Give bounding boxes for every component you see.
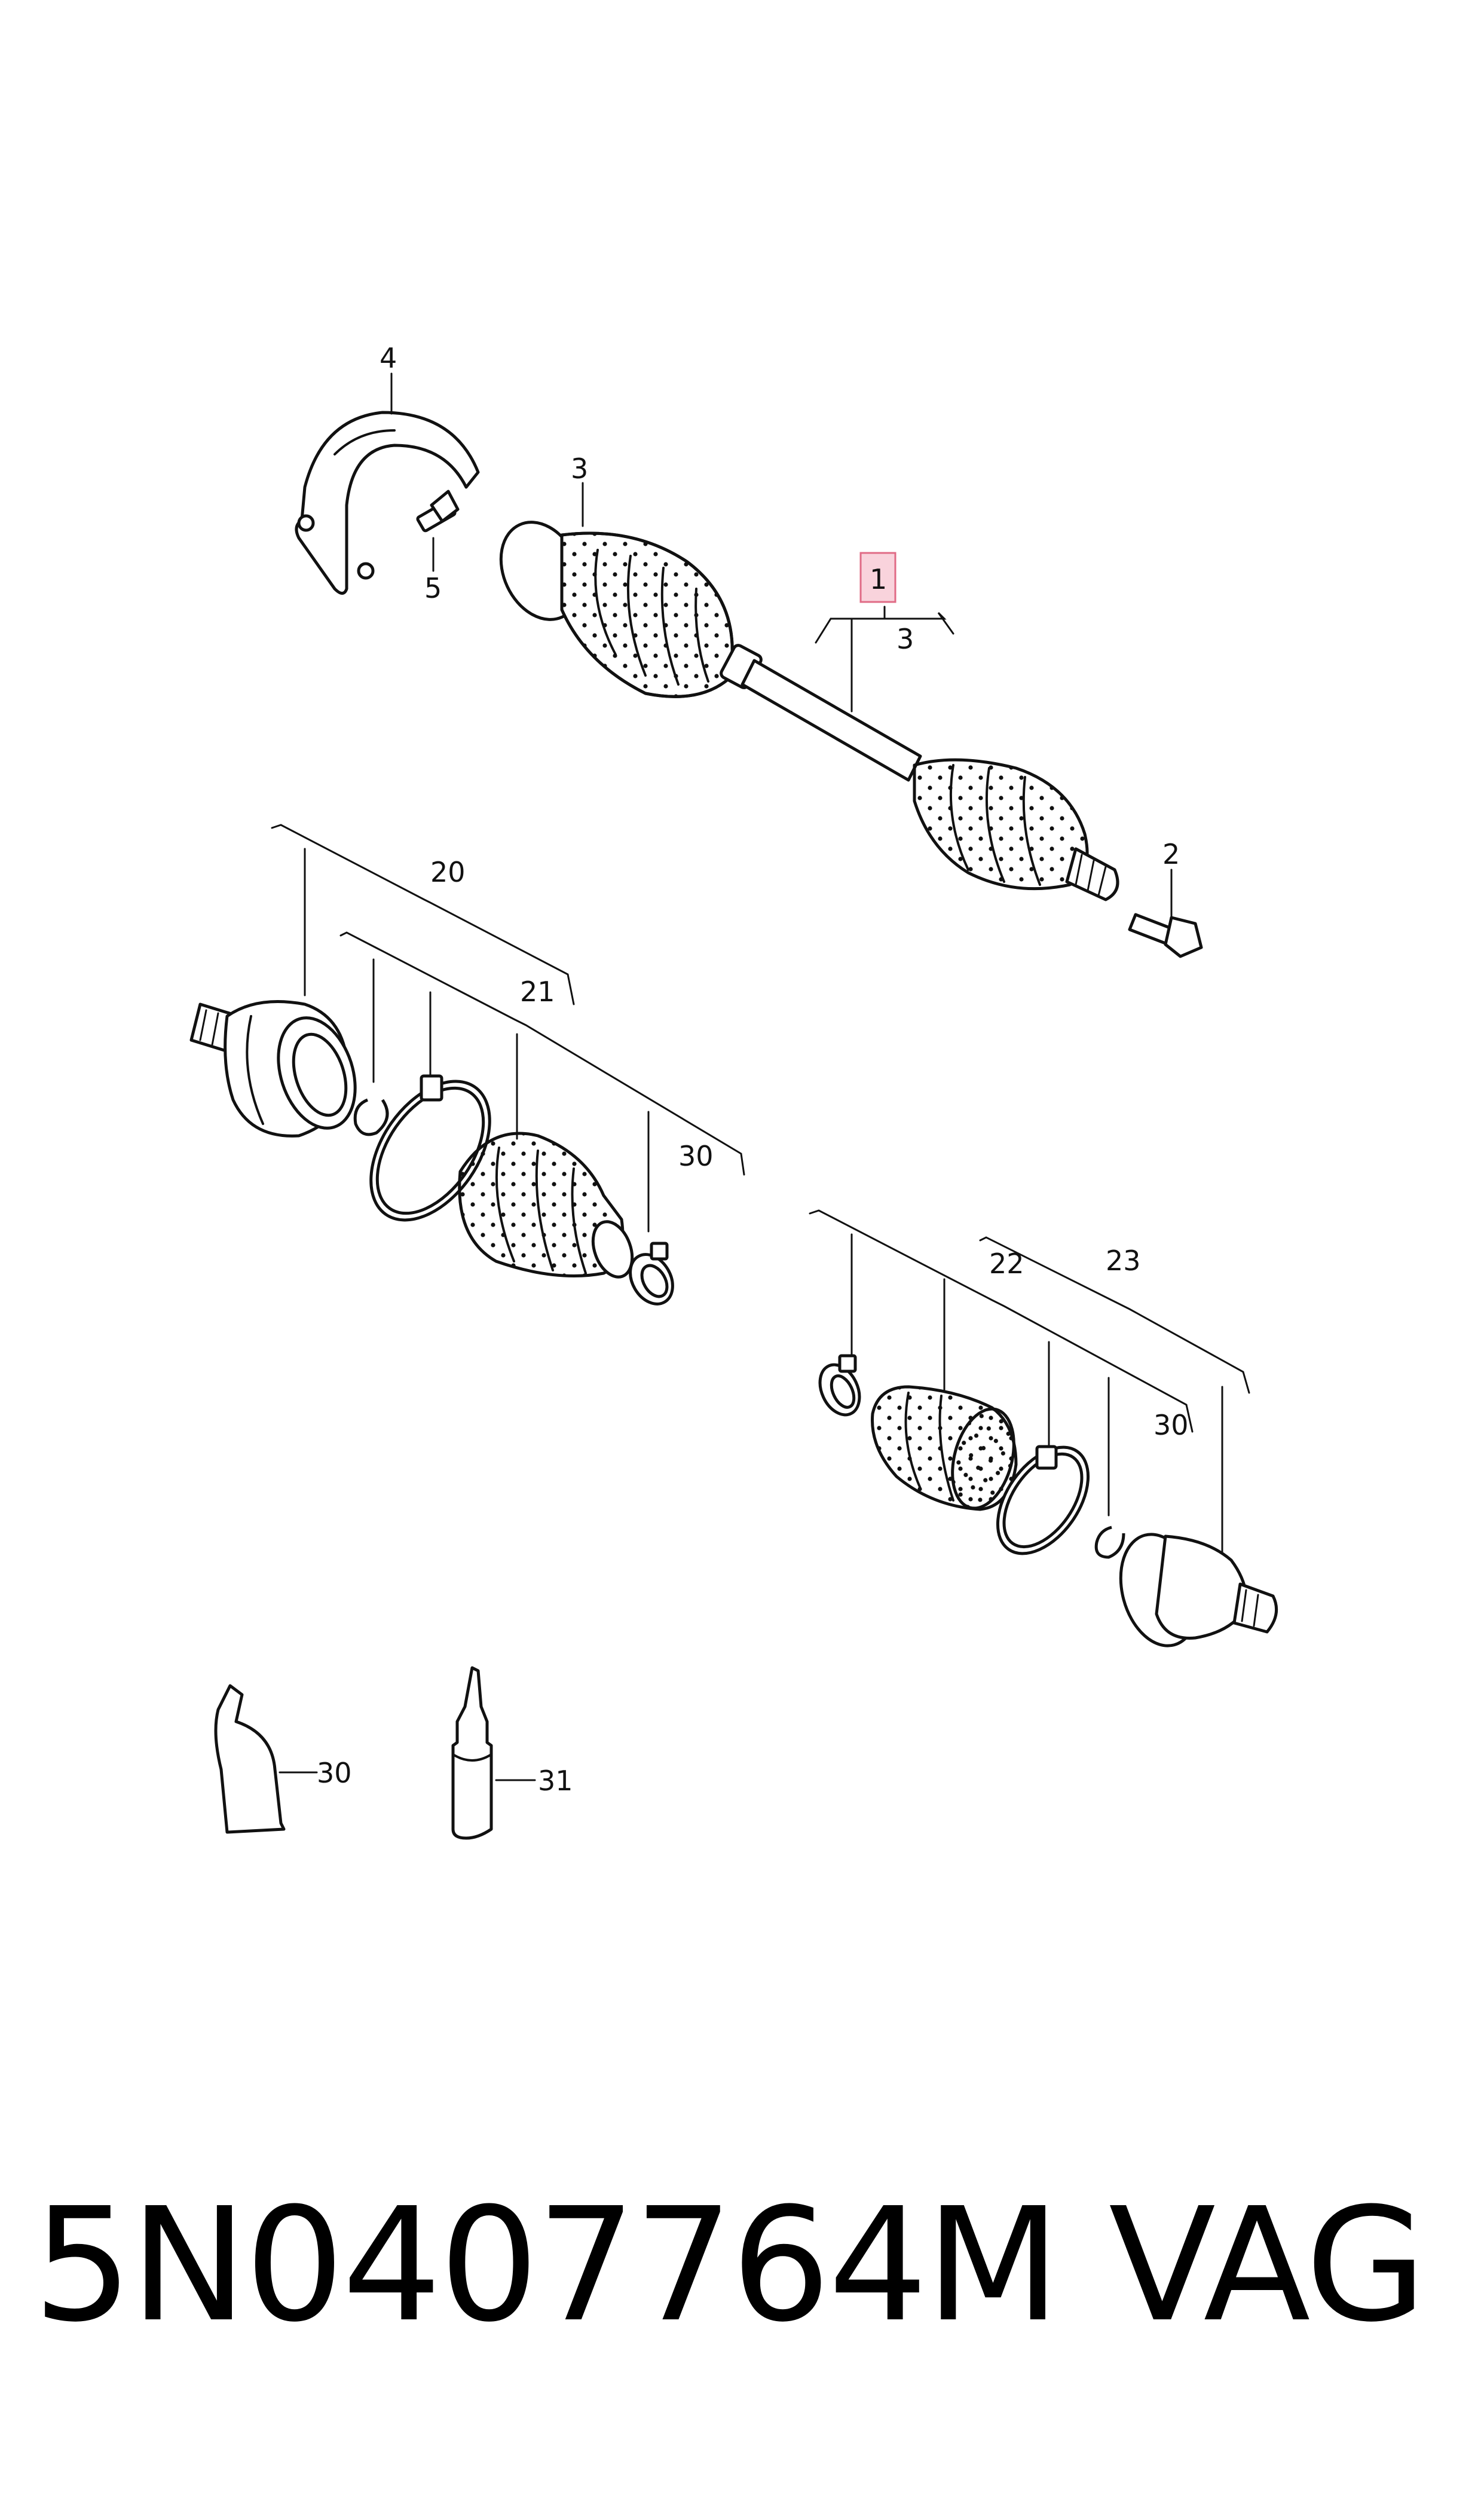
inner-boot-part: [458, 1132, 634, 1279]
circlip-part: [353, 1098, 389, 1136]
heat-shield-part: [295, 411, 480, 595]
callout-30-left: 30: [678, 1140, 714, 1172]
callout-30-right: 30: [1153, 1409, 1189, 1441]
callout-4: 4: [380, 342, 397, 374]
callout-31: 31: [538, 1765, 573, 1797]
callout-5: 5: [424, 572, 442, 604]
drive-shaft-part: [499, 521, 1119, 901]
callout-2: 2: [1162, 838, 1180, 870]
small-clamp-left-part: [629, 1242, 674, 1306]
callout-30-tube: 30: [317, 1757, 352, 1789]
inner-cv-joint-part: [189, 1000, 357, 1138]
grease-tube-part: [214, 1684, 286, 1834]
callout-21: 21: [520, 976, 555, 1008]
callout-3-right: 3: [896, 623, 914, 655]
callout-23: 23: [1106, 1245, 1141, 1277]
flange-bolt-part: [1128, 913, 1203, 958]
callout-22: 22: [989, 1248, 1024, 1280]
footer: 5N0407764M VAG: [0, 2176, 1484, 2355]
brand-label: VAG: [1109, 2174, 1427, 2356]
callout-3-top: 3: [571, 453, 588, 485]
part-number-label: 5N0407764M: [33, 2174, 1061, 2356]
callout-1: 1: [870, 563, 887, 595]
clamp-band-right-part: [996, 1445, 1090, 1555]
small-bolt-part: [416, 490, 460, 533]
small-clamp-right-part: [818, 1354, 861, 1417]
callout-1-highlight: [859, 552, 896, 603]
outer-cv-joint-part: [1119, 1533, 1278, 1647]
bottle-part: [451, 1666, 493, 1840]
circlip-right-part: [1094, 1526, 1125, 1559]
outer-boot-part: [871, 1385, 1018, 1511]
callout-20: 20: [430, 856, 466, 888]
